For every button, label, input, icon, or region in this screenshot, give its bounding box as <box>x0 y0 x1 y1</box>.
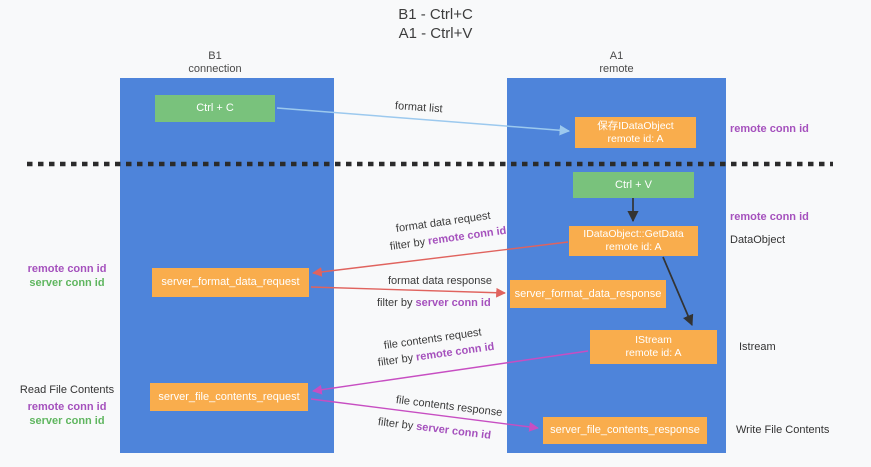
file-contents-response-label: file contents response <box>395 394 503 419</box>
left-column-header: B1 connection <box>120 50 310 76</box>
server-file-contents-request-box: server_file_contents_request <box>150 383 308 411</box>
filter-by-text: filter by <box>389 235 429 253</box>
format-data-response-arrow <box>310 286 506 298</box>
ctrl-v-label: Ctrl + V <box>615 178 652 191</box>
server-format-data-response-box: server_format_data_response <box>510 280 666 308</box>
getdata-line1: IDataObject::GetData <box>583 228 684 240</box>
read-remote-conn-id: remote conn id <box>27 401 107 413</box>
dataobject-label: DataObject <box>730 234 786 246</box>
server-conn-id-text: server conn id <box>415 420 492 442</box>
left-remote-conn-id: remote conn id <box>27 263 107 275</box>
save-idataobject-line1: 保存IDataObject <box>597 119 674 132</box>
right-column-subtitle: remote <box>599 63 634 75</box>
diagram-title: B1 - Ctrl+C A1 - Ctrl+V <box>0 5 871 43</box>
save-idataobject-box: 保存IDataObject remote id: A <box>575 117 696 148</box>
left-server-conn-id: server conn id <box>29 277 105 289</box>
getdata-line2: remote id: A <box>605 241 662 253</box>
istream-box: IStream remote id: A <box>590 330 717 364</box>
server-file-contents-request-label: server_file_contents_request <box>158 390 300 403</box>
filter-by-text: filter by <box>377 416 417 433</box>
right-column-name: A1 <box>609 50 624 62</box>
format-list-label: format list <box>394 100 443 116</box>
left-column-subtitle: connection <box>188 63 242 75</box>
ctrl-v-box: Ctrl + V <box>573 172 694 198</box>
right-column-header: A1 remote <box>507 50 726 76</box>
server-conn-id-text: server conn id <box>415 297 491 309</box>
read-file-contents-group: Read File Contents remote conn id server… <box>12 383 122 428</box>
filter-by-text: filter by <box>377 351 417 369</box>
ctrl-c-box: Ctrl + C <box>155 95 275 122</box>
ctrl-c-label: Ctrl + C <box>196 102 234 114</box>
server-format-data-request-label: server_format_data_request <box>161 276 300 288</box>
server-file-contents-response-label: server_file_contents_response <box>550 424 700 436</box>
write-file-contents-label: Write File Contents <box>736 424 830 436</box>
istream-line1: IStream <box>635 334 672 346</box>
title-line-1: B1 - Ctrl+C <box>398 6 473 23</box>
save-idataobject-line2: remote id: A <box>607 132 664 145</box>
right-remote-conn-id-mid: remote conn id <box>730 211 809 223</box>
server-format-data-request-box: server_format_data_request <box>152 268 309 297</box>
idataobject-getdata-box: IDataObject::GetData remote id: A <box>569 226 698 256</box>
server-format-data-response-label: server_format_data_response <box>514 287 662 300</box>
read-server-conn-id: server conn id <box>29 415 105 427</box>
right-remote-conn-id-top: remote conn id <box>730 123 809 135</box>
filter-by-text: filter by <box>377 297 416 309</box>
read-file-contents-label: Read File Contents <box>19 384 115 396</box>
format-data-response-label: format data response <box>388 275 492 287</box>
server-file-contents-response-box: server_file_contents_response <box>543 417 707 444</box>
title-line-2: A1 - Ctrl+V <box>398 25 473 42</box>
format-data-response-filter-label: filter by server conn id <box>377 297 491 309</box>
file-contents-response-filter-label: filter by server conn id <box>377 416 491 442</box>
left-conn-id-group: remote conn id server conn id <box>12 262 122 290</box>
istream-line2: remote id: A <box>625 347 682 359</box>
left-column-name: B1 <box>208 50 222 62</box>
istream-side-label: Istream <box>739 341 776 353</box>
